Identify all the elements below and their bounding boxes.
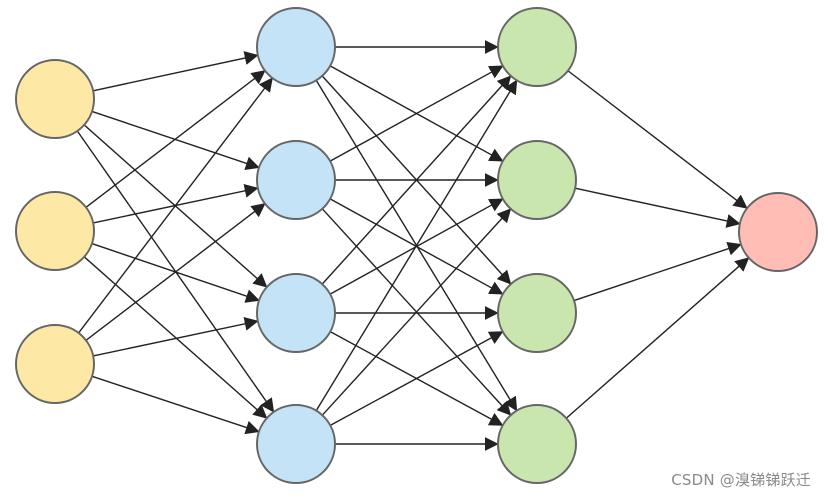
hidden-2-node-2	[497, 140, 577, 220]
neuron-nodes	[15, 7, 818, 484]
edge-hidden-2-1-to-output-1	[567, 70, 748, 209]
edge-hidden-1-3-to-hidden-2-1	[321, 75, 512, 285]
edge-hidden-1-1-to-hidden-2-4	[315, 79, 518, 412]
edge-hidden-1-4-to-hidden-2-1	[315, 79, 518, 412]
hidden-2-node-3	[497, 273, 577, 353]
connection-lines	[76, 40, 750, 451]
edge-hidden-2-2-to-output-1	[574, 187, 741, 228]
edge-input-3-to-hidden-1-4	[91, 375, 260, 435]
edge-input-3-to-hidden-1-1	[78, 77, 273, 334]
input-node-3	[15, 324, 95, 404]
edge-hidden-2-4-to-output-1	[565, 257, 750, 419]
edge-input-2-to-hidden-1-1	[85, 70, 266, 208]
edge-hidden-1-1-to-hidden-2-2	[329, 65, 504, 162]
edge-input-2-to-hidden-1-4	[83, 256, 268, 419]
hidden-2-node-4	[497, 404, 577, 484]
input-node-1	[15, 59, 95, 139]
edge-input-1-to-hidden-1-4	[76, 130, 275, 413]
watermark-text: CSDN @溴锑锑跃迁	[671, 471, 811, 489]
edge-hidden-1-4-to-hidden-2-2	[321, 208, 512, 416]
edge-input-2-to-hidden-1-3	[91, 242, 260, 303]
edge-input-1-to-hidden-1-1	[92, 51, 259, 92]
hidden-1-node-2	[256, 140, 336, 220]
edge-hidden-1-4-to-hidden-2-3	[329, 331, 504, 426]
input-node-2	[15, 191, 95, 271]
edge-hidden-2-3-to-output-1	[573, 241, 742, 302]
edge-hidden-1-3-to-hidden-2-4	[329, 331, 504, 426]
edge-hidden-1-2-to-hidden-2-4	[321, 208, 512, 416]
edge-input-3-to-hidden-1-2	[85, 203, 266, 341]
edge-hidden-1-2-to-hidden-2-1	[329, 65, 504, 162]
edge-hidden-1-1-to-hidden-2-3	[321, 75, 512, 285]
hidden-1-node-4	[256, 404, 336, 484]
edge-input-3-to-hidden-1-3	[93, 316, 259, 357]
hidden-2-node-1	[497, 7, 577, 87]
output-node-1	[738, 192, 818, 272]
hidden-1-node-3	[256, 273, 336, 353]
hidden-1-node-1	[256, 7, 336, 87]
